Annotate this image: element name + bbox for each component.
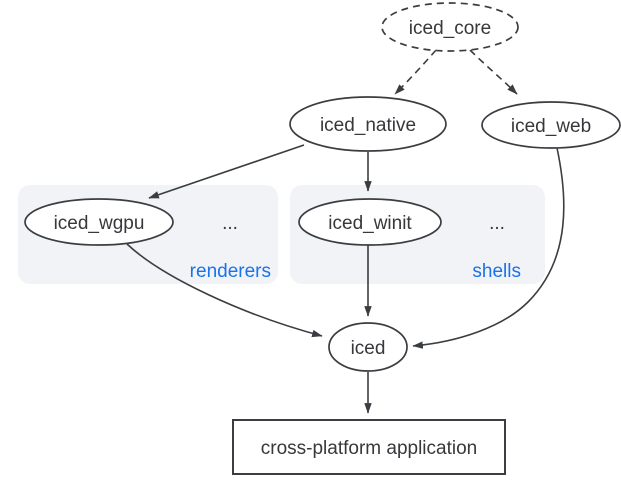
application-label: cross-platform application — [261, 438, 477, 459]
iced-core-ellipse — [381, 2, 519, 52]
iced-label: iced — [351, 338, 386, 359]
shells-group-label: shells — [472, 261, 521, 282]
edge-iced-web-to-iced — [412, 147, 565, 349]
renderers-ellipsis: ... — [222, 213, 238, 234]
iced-native-label: iced_native — [320, 115, 416, 136]
node-iced-wgpu: iced_wgpu — [24, 198, 174, 246]
edge-iced-core-to-iced-native — [394, 49, 437, 95]
iced-web-ellipse — [481, 101, 621, 149]
node-iced-winit: iced_winit — [298, 198, 442, 246]
edge-iced-native-to-iced-wgpu — [148, 144, 305, 199]
node-iced-web: iced_web — [481, 101, 621, 149]
renderers-group-label: renderers — [190, 261, 271, 282]
iced-ellipse — [328, 322, 408, 372]
application-rect — [232, 419, 506, 475]
node-iced-native: iced_native — [289, 96, 447, 152]
iced-winit-label: iced_winit — [328, 213, 412, 234]
node-cross-platform-application: cross-platform application — [232, 419, 506, 475]
iced-wgpu-label: iced_wgpu — [54, 213, 145, 234]
node-iced-core: iced_core — [381, 2, 519, 52]
iced-winit-ellipse — [298, 198, 442, 246]
edge-iced-core-to-iced-web — [469, 49, 518, 95]
iced-wgpu-ellipse — [24, 198, 174, 246]
iced-web-label: iced_web — [511, 116, 591, 137]
iced-native-ellipse — [289, 96, 447, 152]
node-iced: iced — [328, 322, 408, 372]
iced-core-label: iced_core — [409, 18, 491, 39]
edge-iced-wgpu-to-iced — [126, 243, 323, 338]
shells-ellipsis: ... — [489, 213, 505, 234]
